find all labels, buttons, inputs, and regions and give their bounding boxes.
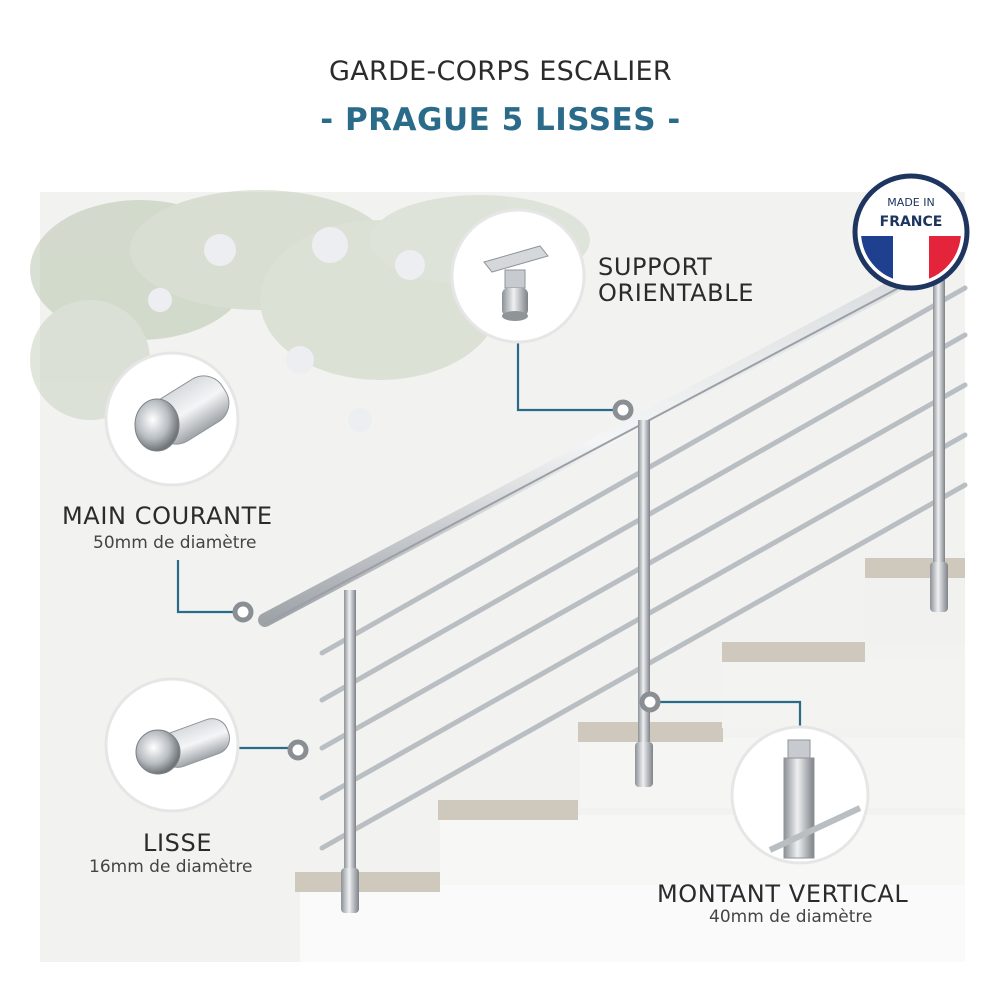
support-label-line2: ORIENTABLE: [598, 279, 754, 307]
callout-lines: [176, 332, 802, 750]
page-title: GARDE-CORPS ESCALIER: [329, 56, 672, 87]
page-subtitle: - PRAGUE 5 LISSES -: [320, 102, 681, 138]
montant-label: MONTANT VERTICAL: [657, 880, 909, 908]
montant-detail: 40mm de diamètre: [709, 907, 873, 927]
callout-dots: [232, 399, 661, 761]
montant-vertical-medallion: [730, 725, 870, 865]
lisse-label: LISSE: [143, 829, 213, 857]
badge-line2: FRANCE: [880, 214, 943, 230]
vertical-posts: [341, 280, 948, 913]
support-label-line1: SUPPORT: [598, 253, 713, 281]
handrail: [258, 255, 947, 627]
main-courante-label: MAIN COURANTE: [62, 502, 273, 530]
badge-line1: MADE IN: [887, 196, 934, 209]
lisse-medallion: [104, 677, 240, 813]
main-courante-detail: 50mm de diamètre: [93, 533, 257, 553]
lisse-detail: 16mm de diamètre: [89, 857, 253, 877]
support-orientable-medallion: [450, 208, 586, 344]
made-in-france-badge: MADE IN FRANCE: [852, 173, 970, 291]
main-courante-medallion: [104, 351, 240, 487]
